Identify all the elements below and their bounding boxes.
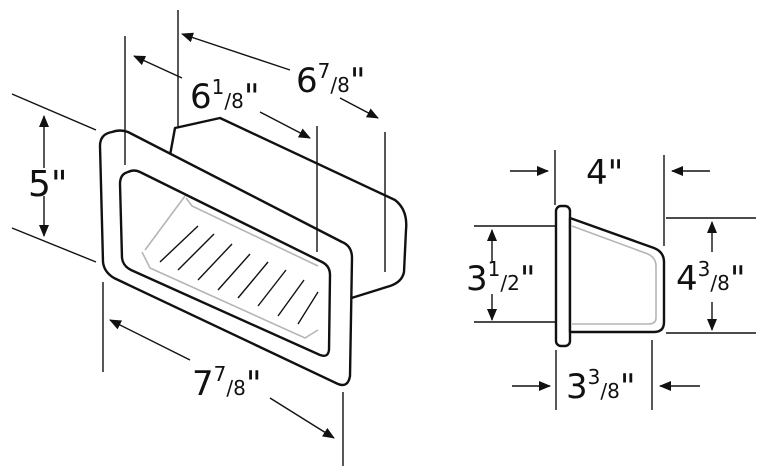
inner-height-label: 31/2" <box>466 257 536 299</box>
side-body <box>568 216 666 334</box>
width-label: 77/8" <box>192 362 262 404</box>
inner-depth-label: 61/8" <box>190 75 260 117</box>
side-depth-label: 4" <box>586 153 623 193</box>
bottom-depth-label: 33/8" <box>566 365 636 407</box>
height-label: 5" <box>28 164 67 205</box>
flange-opening <box>118 169 332 358</box>
side-flange <box>554 204 572 348</box>
tray-interior <box>141 195 319 339</box>
right-side-view: 4" 31/2" 43/8" 33/8" <box>466 150 756 410</box>
outer-height-label: 43/8" <box>676 257 746 299</box>
outer-depth-label: 67/8" <box>296 59 366 101</box>
left-isometric-view: 5" 61/8" 67/8" 77/8" <box>11 10 408 466</box>
